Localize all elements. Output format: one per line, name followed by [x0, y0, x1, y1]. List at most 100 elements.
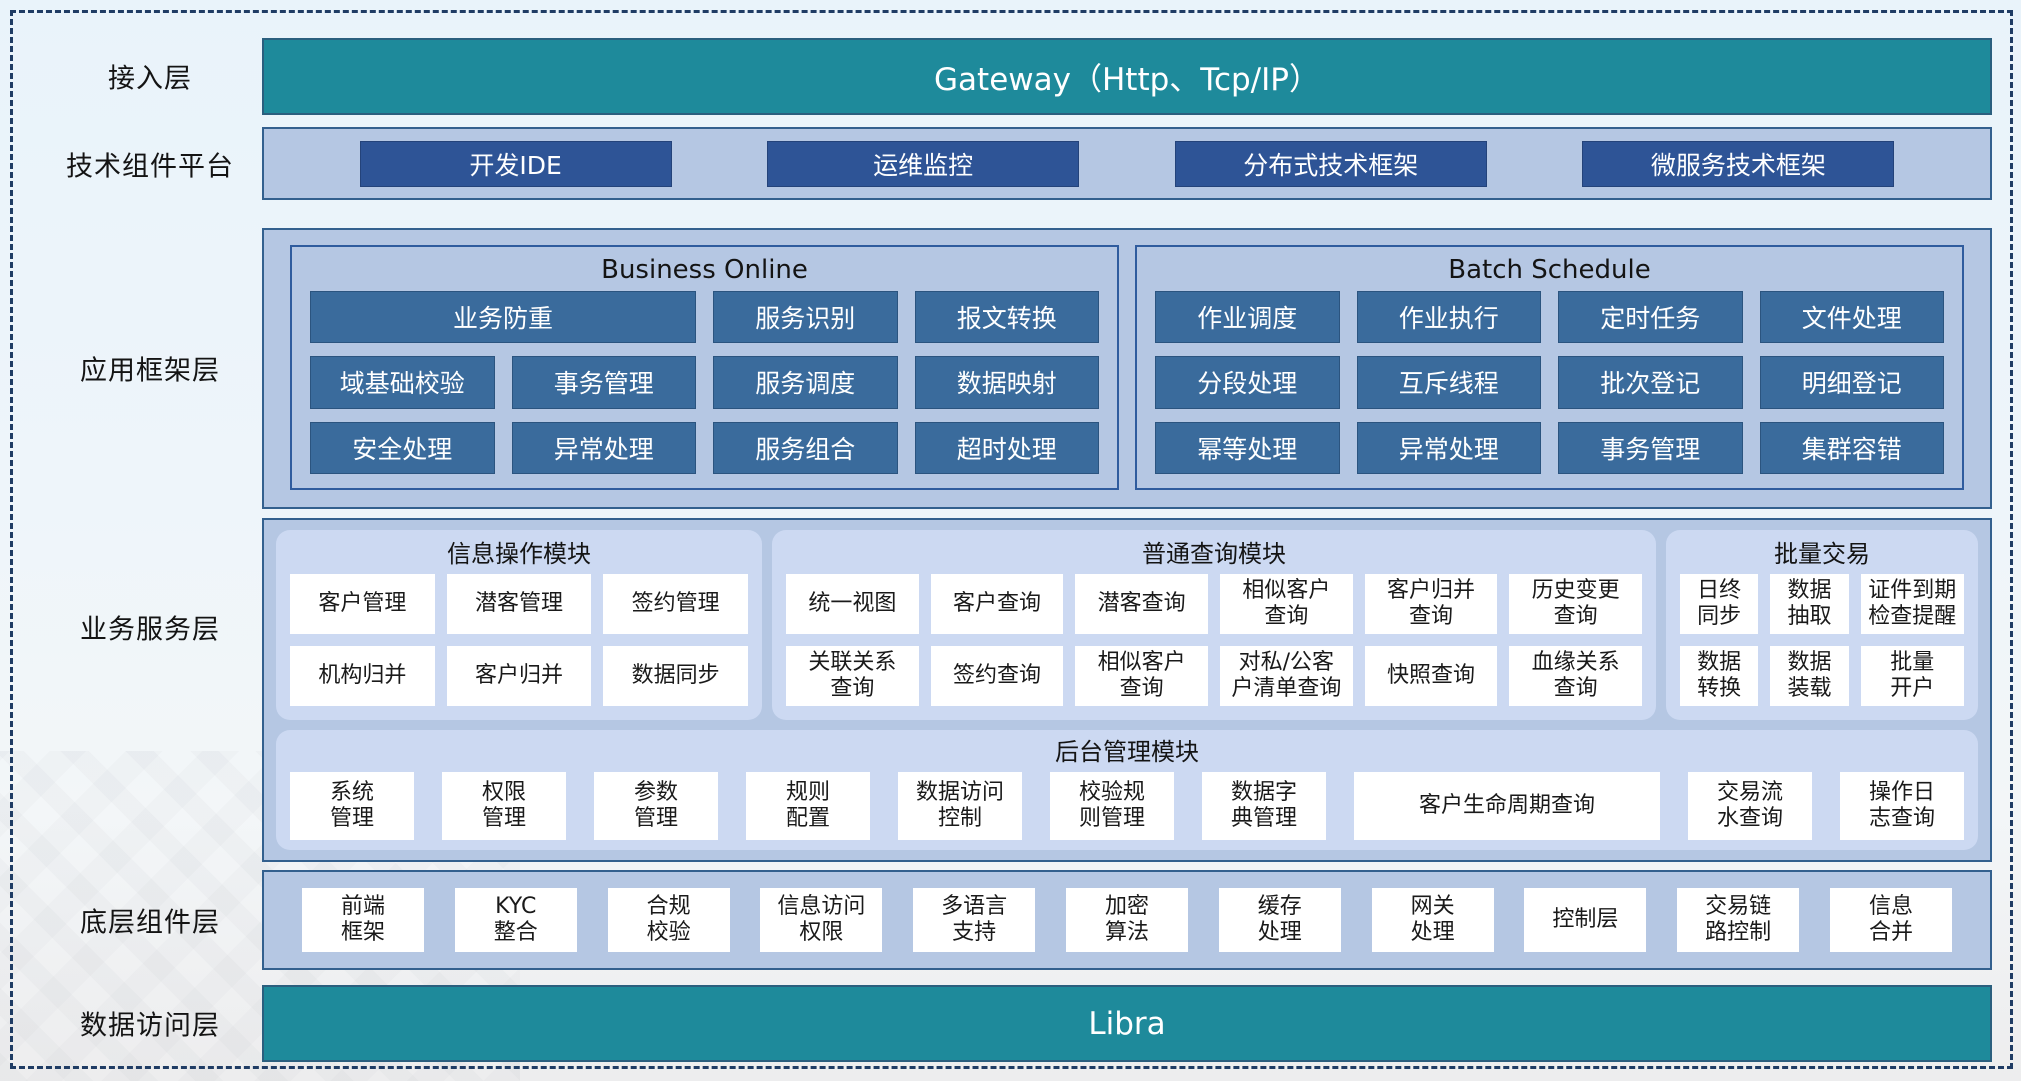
layer-label-base: 底层组件层	[80, 907, 220, 939]
admin-box: 参数 管理	[594, 771, 718, 840]
layer-label-data: 数据访问层	[80, 1010, 220, 1042]
info-box: 潜客管理	[446, 574, 592, 634]
bo-box: 报文转换	[914, 291, 1099, 344]
backend-admin-module: 后台管理模块 系统 管理 权限 管理 参数 管理 规则 配置 数据访问 控制 校…	[276, 729, 1978, 850]
bo-box: 安全处理	[310, 421, 495, 474]
query-box: 相似客户 查询	[1075, 645, 1208, 706]
admin-box: 校验规 则管理	[1050, 771, 1174, 840]
backend-admin-title: 后台管理模块	[1055, 737, 1199, 766]
general-query-module: 普通查询模块 统一视图 客户查询 潜客查询 相似客户 查询 客户归并 查询 历史…	[772, 530, 1656, 720]
batch-box: 批量 开户	[1860, 645, 1964, 706]
bs-box: 集群容错	[1759, 421, 1944, 474]
bs-box: 互斥线程	[1356, 356, 1541, 409]
info-operation-title: 信息操作模块	[447, 540, 591, 568]
batch-box: 数据 转换	[1680, 645, 1759, 706]
batch-box: 数据 抽取	[1770, 574, 1849, 634]
query-box: 客户归并 查询	[1364, 574, 1498, 634]
bs-box: 分段处理	[1155, 356, 1340, 409]
business-online-title: Business Online	[601, 255, 808, 285]
layer-label-business: 业务服务层	[80, 614, 220, 646]
info-box: 机构归并	[290, 645, 435, 706]
bo-box: 事务管理	[511, 356, 696, 409]
business-modules-row: 信息操作模块 客户管理 潜客管理 签约管理 机构归并 客户归并 数据同步 普通查…	[276, 530, 1978, 720]
bs-box: 批次登记	[1558, 356, 1743, 409]
bo-box: 域基础校验	[310, 356, 495, 409]
info-box: 客户管理	[290, 574, 435, 634]
bs-box: 定时任务	[1558, 291, 1743, 344]
batch-trade-title: 批量交易	[1774, 540, 1870, 568]
query-box: 快照查询	[1364, 645, 1498, 706]
batch-schedule-panel: Batch Schedule 作业调度 作业执行 定时任务 文件处理 分段处理 …	[1135, 245, 1964, 490]
layer-label-appframe: 应用框架层	[80, 355, 220, 387]
base-box: 合规 校验	[607, 888, 730, 952]
base-box: 网关 处理	[1371, 888, 1494, 952]
admin-box-customer-lifecycle: 客户生命周期查询	[1354, 771, 1660, 840]
info-box: 签约管理	[603, 574, 748, 634]
info-operation-module: 信息操作模块 客户管理 潜客管理 签约管理 机构归并 客户归并 数据同步	[276, 530, 762, 720]
query-box: 相似客户 查询	[1220, 574, 1353, 634]
info-box: 数据同步	[603, 645, 748, 706]
tech-box-dev-ide: 开发IDE	[359, 140, 672, 187]
batch-schedule-grid: 作业调度 作业执行 定时任务 文件处理 分段处理 互斥线程 批次登记 明细登记 …	[1155, 291, 1944, 474]
backend-admin-row: 系统 管理 权限 管理 参数 管理 规则 配置 数据访问 控制 校验规 则管理 …	[290, 771, 1964, 840]
batch-box: 数据 装载	[1770, 645, 1849, 706]
layer-label-access: 接入层	[108, 63, 192, 95]
query-box: 关联关系 查询	[786, 645, 919, 706]
base-box: 前端 框架	[302, 888, 424, 952]
query-box: 客户查询	[930, 574, 1064, 634]
tech-box-microservice-fw: 微服务技术框架	[1582, 140, 1895, 187]
batch-trade-grid: 日终 同步 数据 抽取 证件到期 检查提醒 数据 转换 数据 装载 批量 开户	[1680, 574, 1964, 706]
general-query-title: 普通查询模块	[1142, 540, 1286, 568]
bo-box: 业务防重	[310, 291, 696, 344]
bs-box: 事务管理	[1558, 421, 1743, 474]
libra-bar: Libra	[262, 985, 1992, 1062]
batch-box: 日终 同步	[1680, 574, 1759, 634]
bo-box: 服务调度	[713, 356, 898, 409]
base-box: 多语言 支持	[913, 888, 1036, 952]
info-operation-grid: 客户管理 潜客管理 签约管理 机构归并 客户归并 数据同步	[290, 574, 748, 706]
query-box: 潜客查询	[1075, 574, 1208, 634]
bo-box: 服务组合	[713, 421, 898, 474]
bs-box: 作业执行	[1356, 291, 1541, 344]
batch-trade-module: 批量交易 日终 同步 数据 抽取 证件到期 检查提醒 数据 转换 数据 装载 批…	[1666, 530, 1978, 720]
bs-box: 幂等处理	[1155, 421, 1340, 474]
batch-schedule-title: Batch Schedule	[1448, 255, 1651, 285]
general-query-grid: 统一视图 客户查询 潜客查询 相似客户 查询 客户归并 查询 历史变更 查询 关…	[786, 574, 1642, 706]
base-box: 信息访问 权限	[760, 888, 883, 952]
info-box: 客户归并	[446, 645, 592, 706]
tech-platform-panel: 开发IDE 运维监控 分布式技术框架 微服务技术框架	[262, 127, 1992, 200]
query-box: 对私/公客 户清单查询	[1220, 645, 1353, 706]
bo-box: 超时处理	[914, 421, 1099, 474]
batch-box: 证件到期 检查提醒	[1860, 574, 1964, 634]
query-box: 历史变更 查询	[1509, 574, 1642, 634]
admin-box: 数据访问 控制	[898, 771, 1022, 840]
tech-box-ops-monitor: 运维监控	[767, 140, 1080, 187]
base-box: 信息 合并	[1829, 888, 1952, 952]
base-box: 控制层	[1524, 888, 1647, 952]
app-framework-panel: Business Online 业务防重 服务识别 报文转换 域基础校验 事务管…	[262, 228, 1992, 509]
bs-box: 明细登记	[1759, 356, 1944, 409]
admin-box: 系统 管理	[290, 771, 414, 840]
admin-box: 规则 配置	[746, 771, 870, 840]
base-box: 交易链 路控制	[1677, 888, 1800, 952]
layer-label-tech: 技术组件平台	[66, 151, 234, 183]
tech-box-distributed-fw: 分布式技术框架	[1174, 140, 1487, 187]
base-box: 加密 算法	[1065, 888, 1188, 952]
base-components-panel: 前端 框架 KYC 整合 合规 校验 信息访问 权限 多语言 支持 加密 算法 …	[262, 870, 1992, 970]
bo-box: 异常处理	[511, 421, 696, 474]
business-online-panel: Business Online 业务防重 服务识别 报文转换 域基础校验 事务管…	[290, 245, 1119, 490]
admin-box: 数据字 典管理	[1202, 771, 1326, 840]
bo-box: 数据映射	[914, 356, 1099, 409]
bs-box: 异常处理	[1356, 421, 1541, 474]
bs-box: 作业调度	[1155, 291, 1340, 344]
query-box: 签约查询	[930, 645, 1064, 706]
query-box: 血缘关系 查询	[1509, 645, 1642, 706]
base-box: 缓存 处理	[1218, 888, 1341, 952]
business-services-panel: 信息操作模块 客户管理 潜客管理 签约管理 机构归并 客户归并 数据同步 普通查…	[262, 518, 1992, 862]
gateway-bar: Gateway（Http、Tcp/IP）	[262, 38, 1992, 115]
business-online-grid: 业务防重 服务识别 报文转换 域基础校验 事务管理 服务调度 数据映射 安全处理…	[310, 291, 1099, 474]
query-box: 统一视图	[786, 574, 919, 634]
admin-box: 操作日 志查询	[1840, 771, 1964, 840]
admin-box: 交易流 水查询	[1688, 771, 1812, 840]
bs-box: 文件处理	[1759, 291, 1944, 344]
